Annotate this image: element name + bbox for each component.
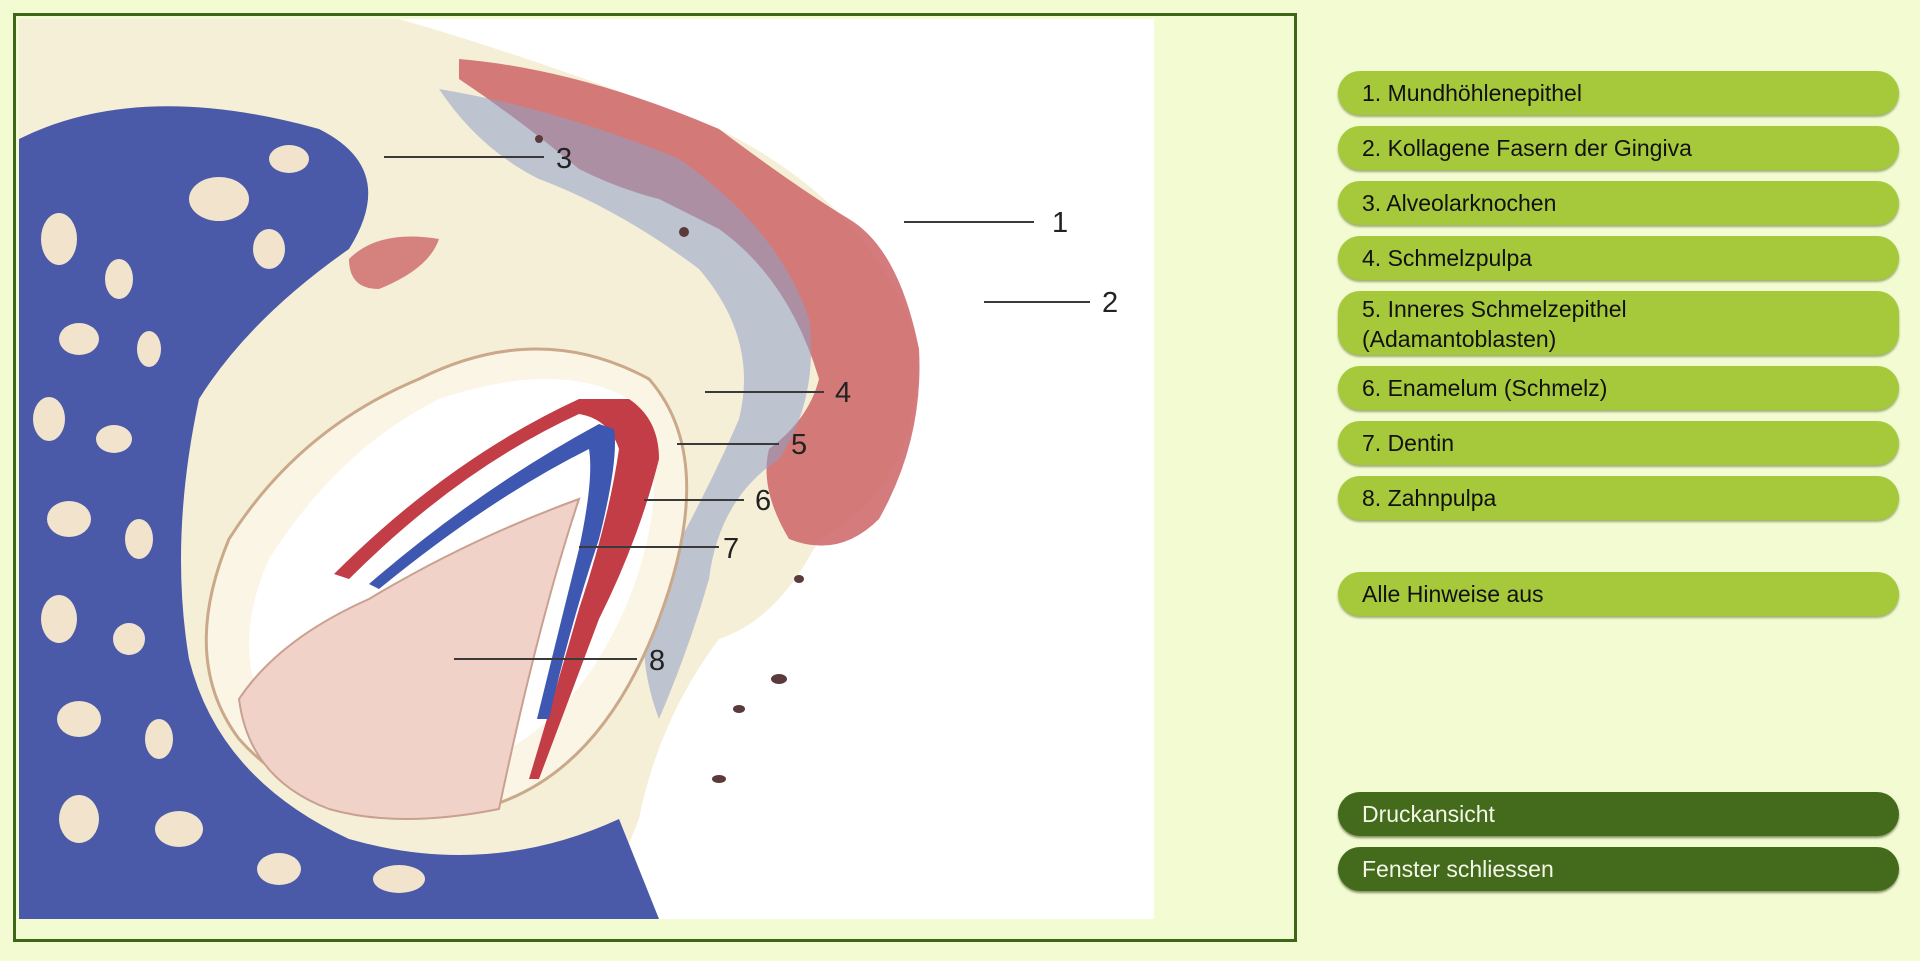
legend-item-2[interactable]: 2. Kollagene Fasern der Gingiva xyxy=(1338,126,1899,170)
histology-micrograph: 3 1 2 4 5 6 7 8 xyxy=(19,19,1154,919)
close-window-label: Fenster schliessen xyxy=(1362,856,1554,882)
close-window-button[interactable]: Fenster schliessen xyxy=(1338,847,1899,891)
tooth-germ-section-image: 3 1 2 4 5 6 7 8 xyxy=(19,19,1154,919)
legend-item-label: 8. Zahnpulpa xyxy=(1362,485,1497,511)
figure-label-6: 6 xyxy=(755,485,771,517)
legend-item-5[interactable]: 5. Inneres Schmelzepithel (Adamantoblast… xyxy=(1338,291,1899,355)
legend-item-3[interactable]: 3. Alveolarknochen xyxy=(1338,181,1899,225)
legend-item-6[interactable]: 6. Enamelum (Schmelz) xyxy=(1338,366,1899,410)
figure-label-7: 7 xyxy=(723,533,739,565)
legend-item-label: 5. Inneres Schmelzepithel (Adamantoblast… xyxy=(1362,295,1627,352)
figure-label-5: 5 xyxy=(791,429,807,461)
image-frame: 3 1 2 4 5 6 7 8 xyxy=(13,13,1297,942)
legend-item-label: 1. Mundhöhlenepithel xyxy=(1362,80,1582,106)
legend-item-4[interactable]: 4. Schmelzpulpa xyxy=(1338,236,1899,280)
figure-label-4: 4 xyxy=(835,377,851,409)
print-view-label: Druckansicht xyxy=(1362,801,1495,827)
legend-item-label: 7. Dentin xyxy=(1362,430,1455,456)
hide-all-hints-button[interactable]: Alle Hinweise aus xyxy=(1338,572,1899,616)
figure-label-8: 8 xyxy=(649,645,665,677)
figure-label-2: 2 xyxy=(1102,287,1118,319)
legend-item-1[interactable]: 1. Mundhöhlenepithel xyxy=(1338,71,1899,115)
legend-item-7[interactable]: 7. Dentin xyxy=(1338,421,1899,465)
print-view-button[interactable]: Druckansicht xyxy=(1338,792,1899,836)
legend-sidebar: 1. Mundhöhlenepithel 2. Kollagene Fasern… xyxy=(1338,71,1899,902)
legend-item-8[interactable]: 8. Zahnpulpa xyxy=(1338,476,1899,520)
figure-label-3: 3 xyxy=(556,143,572,175)
figure-label-1: 1 xyxy=(1052,207,1068,239)
hide-all-hints-label: Alle Hinweise aus xyxy=(1362,581,1544,607)
legend-item-label: 3. Alveolarknochen xyxy=(1362,190,1557,216)
legend-item-label: 6. Enamelum (Schmelz) xyxy=(1362,375,1608,401)
legend-item-label: 2. Kollagene Fasern der Gingiva xyxy=(1362,135,1692,161)
legend-item-label: 4. Schmelzpulpa xyxy=(1362,245,1533,271)
